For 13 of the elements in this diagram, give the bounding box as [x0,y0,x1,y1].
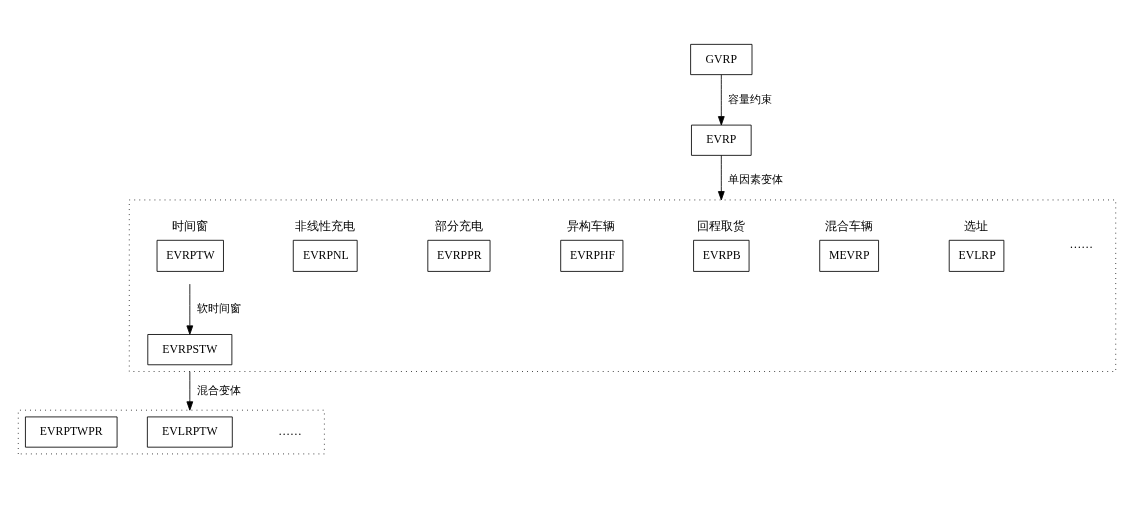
edge-label: 单因素变体 [728,173,784,186]
edge-label: 软时间窗 [196,302,241,315]
edge-label: 容量约束 [728,92,773,105]
node-label: 部分充电 [434,220,483,234]
node-label: 混合车辆 [824,220,873,234]
node-text: …… [1069,238,1094,252]
node-text: …… [278,425,302,439]
node-label: 选址 [964,220,989,234]
node-label: 非线性充电 [294,220,355,234]
node-label: 回程取货 [696,220,745,234]
node-label: 时间窗 [172,220,209,234]
edge-label: 混合变体 [196,383,241,396]
node-label: 异构车辆 [567,220,616,234]
